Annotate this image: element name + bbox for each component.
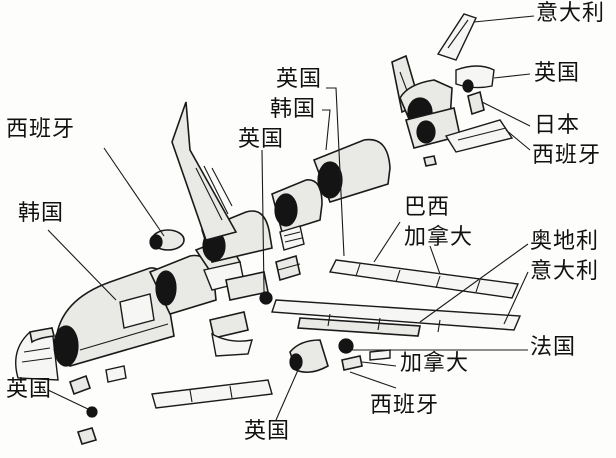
nose-section <box>15 327 59 381</box>
center-small-parts <box>209 225 305 357</box>
label-canada-low: 加拿大 <box>400 351 470 376</box>
upper-tail-fin <box>436 13 477 61</box>
leader-lines <box>47 15 535 421</box>
tail-section <box>271 138 391 234</box>
label-spain-left: 西班牙 <box>6 117 76 142</box>
engine-nacelle-mid <box>275 254 301 282</box>
label-korea-mid: 韩国 <box>270 97 317 122</box>
label-spain-low: 西班牙 <box>370 393 440 418</box>
label-canada-wing: 加拿大 <box>404 225 474 250</box>
label-korea-left: 韩国 <box>18 201 65 226</box>
label-uk-mid2: 英国 <box>238 127 285 152</box>
right-pieces <box>423 90 514 167</box>
wing-bottom-left <box>151 379 273 409</box>
label-uk-left: 英国 <box>6 377 53 402</box>
right-cone <box>455 65 495 93</box>
engine-left-small <box>149 229 185 251</box>
label-austria: 奥地利 <box>530 229 600 254</box>
label-italy-top: 意大利 <box>536 1 606 26</box>
label-uk-engine-right: 英国 <box>534 61 581 86</box>
vertical-fin <box>171 101 238 241</box>
label-japan: 日本 <box>534 113 581 138</box>
engine-pod-bottom <box>289 338 391 374</box>
label-uk-bottom: 英国 <box>244 419 291 444</box>
label-spain-right: 西班牙 <box>532 143 602 168</box>
label-france: 法国 <box>530 335 577 360</box>
label-italy-mid: 意大利 <box>530 259 600 284</box>
wing-lower <box>271 299 522 337</box>
wing-upper <box>328 259 520 299</box>
forward-fuselage <box>53 267 175 367</box>
label-uk-mid: 英国 <box>276 67 323 92</box>
label-brazil: 巴西 <box>404 195 451 220</box>
landing-gear-parts <box>68 365 127 445</box>
